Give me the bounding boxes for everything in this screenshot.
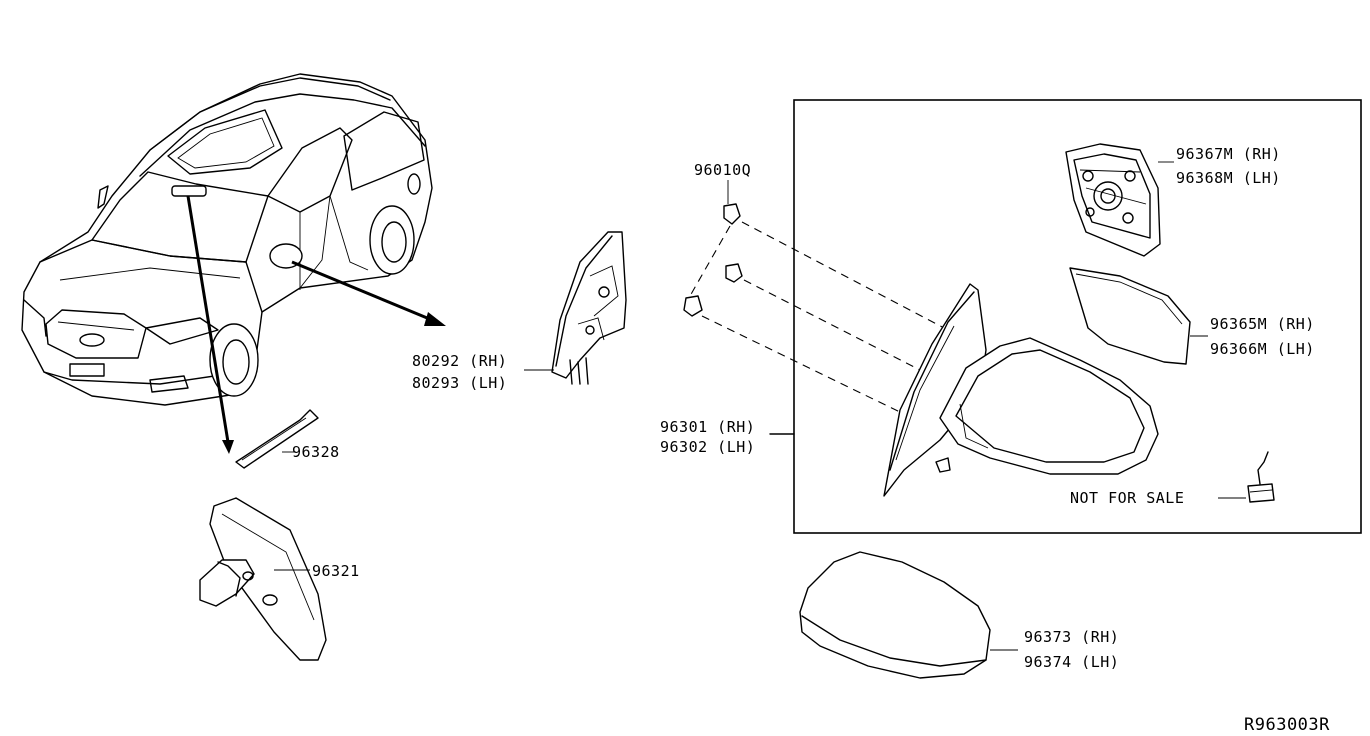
label-96365m: 96365M (RH) <box>1210 315 1315 333</box>
part-96367m-actuator <box>1065 143 1174 257</box>
part-96301-door-mirror <box>883 283 1159 497</box>
assembly-frame-96301 <box>793 99 1362 534</box>
part-harness-not-for-sale <box>1218 451 1275 503</box>
label-96367m: 96367M (RH) <box>1176 145 1281 163</box>
diagram-code: R963003R <box>1244 715 1330 735</box>
label-96373: 96373 (RH) <box>1024 628 1119 646</box>
label-80292: 80292 (RH) <box>412 352 507 370</box>
part-96010q-clips <box>683 180 949 415</box>
label-96374: 96374 (LH) <box>1024 653 1119 671</box>
label-not-for-sale: NOT FOR SALE <box>1070 489 1184 507</box>
label-96302: 96302 (LH) <box>660 438 755 456</box>
label-96321: 96321 <box>312 562 360 580</box>
label-80293: 80293 (LH) <box>412 374 507 392</box>
part-96373-mirror-cover <box>799 551 1018 679</box>
label-96328: 96328 <box>292 443 340 461</box>
part-80292-corner-finisher <box>524 231 627 385</box>
label-96010q: 96010Q <box>694 161 751 179</box>
label-96368m: 96368M (LH) <box>1176 169 1281 187</box>
vehicle-illustration <box>21 73 433 406</box>
label-96366m: 96366M (LH) <box>1210 340 1315 358</box>
part-96365m-mirror-glass <box>1069 267 1208 365</box>
part-96321-inside-mirror <box>199 497 327 661</box>
part-96328-bracket <box>235 409 319 469</box>
label-96301: 96301 (RH) <box>660 418 755 436</box>
callout-arrows <box>186 195 446 454</box>
